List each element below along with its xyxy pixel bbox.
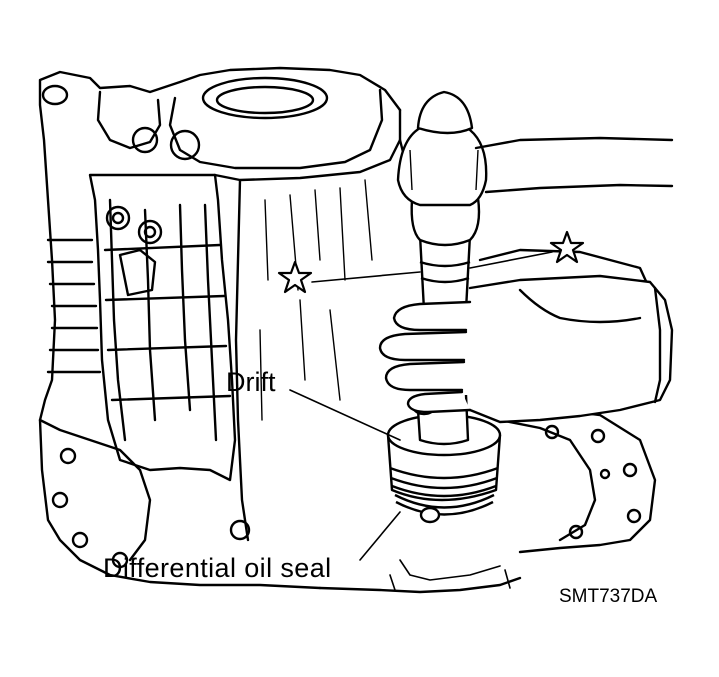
star-marks [277,230,585,294]
star-icon [549,230,585,264]
top-boss-wall [168,88,384,170]
right-star-leader [469,251,553,269]
drift-leader [289,389,401,441]
small-boss-1 [131,126,159,154]
diff-bolt-3 [622,462,638,478]
case-bottom-detail [389,559,511,591]
rib-bolt-1 [105,205,131,231]
rib-bolt-2-inner [143,225,157,239]
hammer-head-shine [409,149,479,191]
rib-panel [88,173,237,482]
finger-2 [378,330,468,362]
rib-bolt-1-inner [111,211,125,225]
left-boss [41,84,69,106]
seal-leader [359,511,401,561]
oil-seal-label: Differential oil seal [103,553,332,583]
hammer-ball [416,90,474,135]
diff-bolt-2 [590,428,606,444]
left-star-leader [311,271,421,283]
upper-left-boss [96,90,162,150]
hammer-head [396,120,488,207]
rib-bracket [118,248,157,297]
hammer [396,90,488,312]
drift-ring-3 [391,484,497,498]
leader-lines [289,251,553,561]
finger-1 [392,300,472,332]
hand [378,136,674,424]
flange-hole-3 [71,531,89,549]
rib-panel-inner [108,198,218,442]
star-icon [277,260,313,294]
flange-hole-1 [59,447,77,465]
top-boss-inner [215,85,315,115]
hand-palm [468,274,674,424]
diff-bolt-1 [544,424,560,440]
diff-bolt-4 [626,508,642,524]
wrist-cuff [653,286,662,404]
flange-hole-5 [229,519,251,541]
upper-arm [474,136,674,194]
lower-flange [38,418,152,562]
rib-bolt-2 [137,219,163,245]
housing-shading [259,179,373,421]
hand-thumb [518,288,642,324]
finger-4 [406,390,472,414]
flange-hole-4 [111,551,129,569]
hammer-neck [410,197,481,247]
top-boss-opening [201,76,329,120]
rib-cross [103,243,232,402]
diff-bolt-5 [568,524,584,540]
diff-bolt-6 [599,468,611,480]
drift-ring-2 [390,476,498,490]
figure-code: SMT737DA [559,586,658,607]
drift-label: Drift [226,367,276,397]
flange-hole-2 [51,491,69,509]
oil-seal-nub [419,506,441,524]
hammer-grip-band [419,260,471,284]
diff-flange-ring [498,418,597,542]
small-boss-2 [169,129,201,161]
drift-tool [386,394,502,524]
finger-3 [384,360,466,392]
hammer-handle [418,233,472,312]
drift-ring-1 [389,466,499,480]
left-fins [46,238,102,374]
case-bottom [318,576,522,594]
oil-seal-lip [394,493,495,516]
